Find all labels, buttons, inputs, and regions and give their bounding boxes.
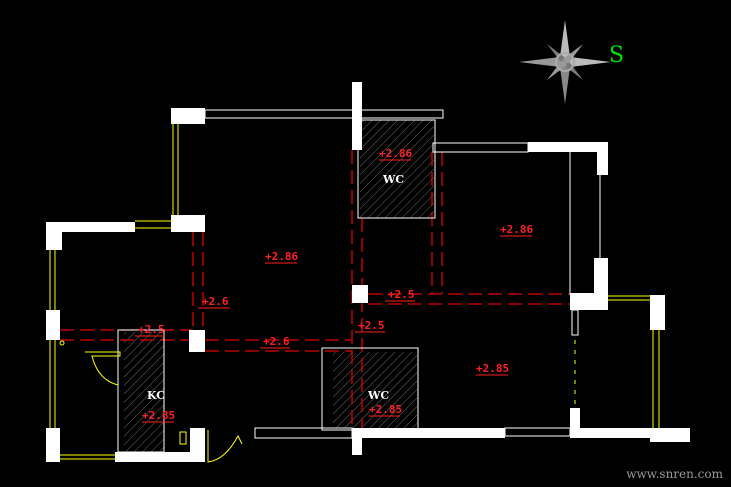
level-mid-beam: +2.6: [263, 335, 290, 348]
level-lower-right: +2.85: [476, 362, 509, 375]
watermark: www.snren.com: [626, 467, 723, 481]
axis-lines: [60, 150, 570, 428]
level-wc-lower: +2.85: [369, 403, 402, 416]
room-label-wc-upper: WC: [382, 173, 404, 186]
compass-rose-icon: [519, 20, 611, 104]
wc-upper-floor: [360, 120, 434, 218]
level-left-beam: +2.6: [202, 295, 229, 308]
fixtures: [59, 340, 576, 463]
room-label-wc-lower: WC: [367, 389, 389, 402]
level-center-beam-a: +2.5: [388, 288, 415, 301]
level-wc-upper: +2.86: [379, 147, 412, 160]
level-center-beam-b: +2.5: [358, 319, 385, 332]
level-labels: +2.86 +2.85 +2.85 +2.86 +2.86 +2.85 +2.6…: [135, 147, 533, 423]
wc-lower-floor: [333, 352, 417, 428]
level-kitchen-beam: +2.5: [138, 323, 165, 336]
level-right-room: +2.86: [500, 223, 533, 236]
level-kitchen: +2.85: [142, 409, 175, 422]
kitchen-floor: [124, 332, 164, 452]
walls: [46, 82, 690, 462]
compass-direction-label: S: [609, 43, 624, 68]
room-label-kitchen: KC: [147, 389, 165, 402]
level-living: +2.86: [265, 250, 298, 263]
